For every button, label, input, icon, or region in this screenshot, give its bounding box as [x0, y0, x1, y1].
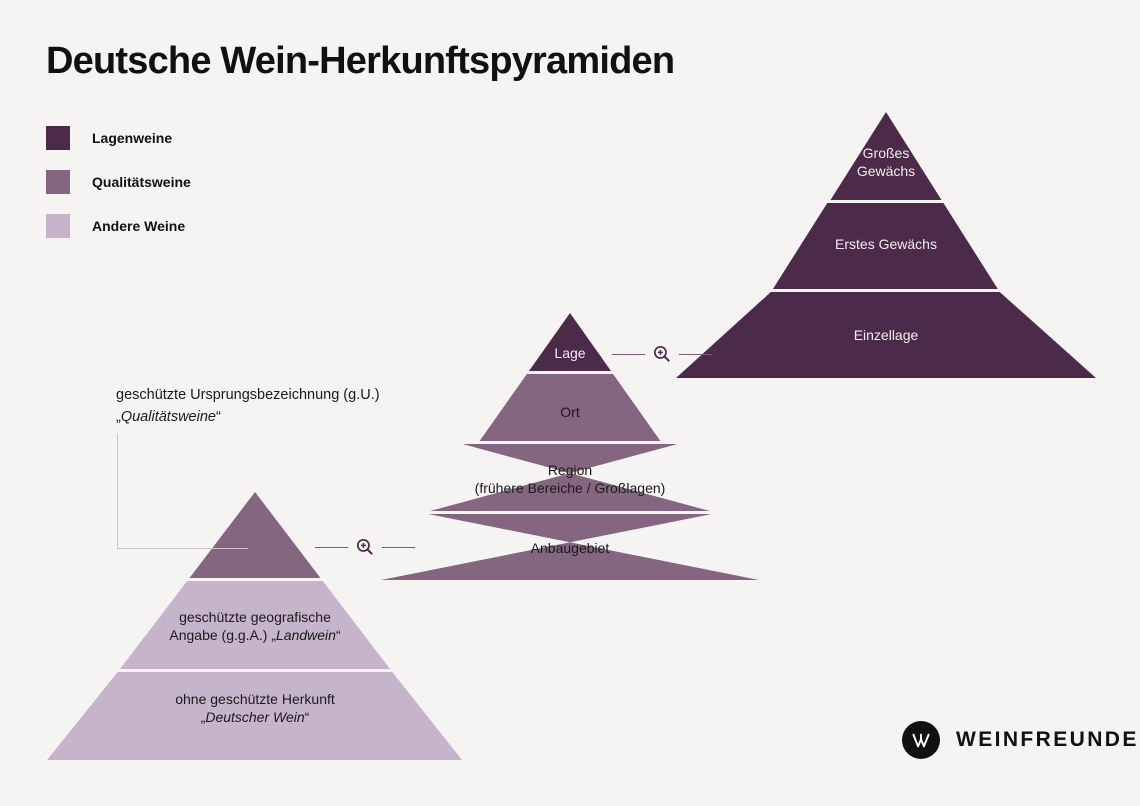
callout-gu-line1: geschützte Ursprungsbezeichnung (g.U.) — [116, 387, 380, 403]
color-swatch-icon — [46, 170, 70, 194]
page-title: Deutsche Wein-Herkunftspyramiden — [46, 40, 675, 82]
color-swatch-icon — [46, 214, 70, 238]
connector-lage-to-lagenweine — [612, 344, 712, 364]
tier-lage — [529, 313, 611, 371]
color-swatch-icon — [46, 126, 70, 150]
tier-region — [430, 444, 710, 511]
magnifier-plus-icon[interactable] — [355, 537, 375, 557]
tier-base-apex — [189, 492, 321, 578]
legend-item-label: Qualitätsweine — [92, 174, 191, 190]
tier-anbaugebiet — [381, 514, 759, 580]
legend-item-qualitaetsweine: Qualitätsweine — [46, 170, 191, 194]
tier-deutscher-wein — [47, 672, 462, 760]
callout-geschuetzte-ursprungsbezeichnung: geschützte Ursprungsbezeichnung (g.U.) „… — [116, 384, 380, 429]
connector-base-to-qualitaetsweine — [315, 537, 415, 557]
pyramid-andere-weine — [47, 492, 462, 760]
legend: Lagenweine Qualitätsweine Andere Weine — [46, 126, 191, 258]
legend-item-andere-weine: Andere Weine — [46, 214, 191, 238]
legend-item-label: Lagenweine — [92, 130, 173, 146]
legend-item-label: Andere Weine — [92, 218, 186, 234]
pyramid-qualitaetsweine — [381, 313, 759, 580]
pyramid-lagenweine — [676, 112, 1096, 378]
weinfreunde-w-mark-icon — [902, 721, 940, 759]
weinfreunde-logo: WEINFREUNDE — [902, 721, 1139, 759]
tier-erstes-gewaechs — [772, 203, 998, 289]
tier-ggA-landwein — [120, 581, 390, 669]
magnifier-plus-icon[interactable] — [652, 344, 672, 364]
tier-einzellage — [676, 292, 1096, 378]
tier-ort — [479, 374, 661, 441]
callout-gu-bracket — [117, 434, 248, 549]
legend-item-lagenweine: Lagenweine — [46, 126, 191, 150]
logo-wordmark: WEINFREUNDE — [956, 728, 1139, 751]
tier-grosses-gewaechs — [830, 112, 942, 200]
callout-gu-line2: „Qualitätsweine“ — [116, 409, 221, 426]
